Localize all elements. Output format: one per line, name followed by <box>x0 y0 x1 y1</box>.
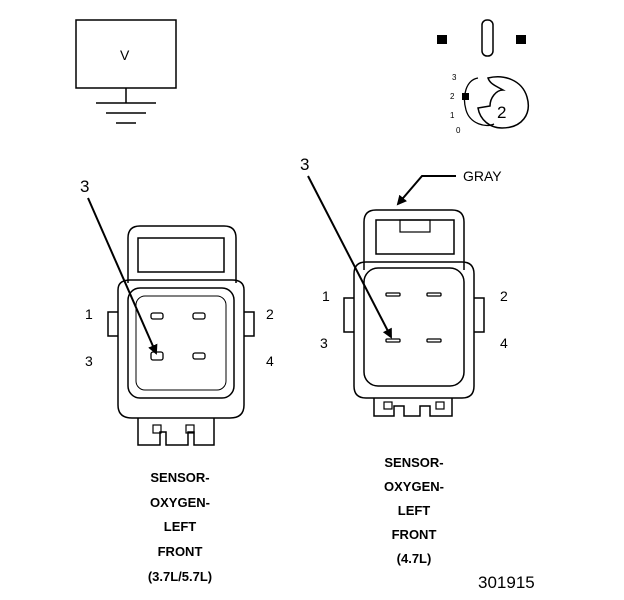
probe-blade <box>481 19 494 57</box>
left-caption-line-3: LEFT <box>164 519 197 534</box>
right-cavity <box>363 267 465 387</box>
selector-label: 2 <box>497 103 506 122</box>
right-pin-3-label: 3 <box>320 335 328 351</box>
right-terminal-4 <box>426 338 442 343</box>
right-caption: SENSOR- OXYGEN- LEFT FRONT (4.7L) <box>384 455 444 566</box>
selector-scale-1: 1 <box>450 111 455 120</box>
voltmeter-label: V <box>120 47 130 63</box>
right-terminal-3 <box>385 338 401 343</box>
probe-terminal-right <box>516 35 526 44</box>
figure-id: 301915 <box>478 573 535 592</box>
gray-wire-label: GRAY <box>463 168 502 184</box>
left-cavity <box>127 287 235 399</box>
right-caption-line-5: (4.7L) <box>397 551 432 566</box>
left-callout-arrow <box>87 197 158 355</box>
selector-scale-2: 2 <box>450 92 455 101</box>
gray-wire-callout: GRAY <box>396 168 502 206</box>
right-callout-number: 3 <box>300 155 309 174</box>
right-caption-line-2: OXYGEN- <box>384 479 444 494</box>
selector-scale-3: 3 <box>452 73 457 82</box>
right-terminal-2 <box>426 292 442 297</box>
probe-terminal-left <box>437 35 447 44</box>
meter-probe <box>437 19 526 57</box>
right-pin-1-label: 1 <box>322 288 330 304</box>
right-callout: 3 <box>300 155 392 339</box>
voltmeter-symbol: V <box>75 19 177 124</box>
right-caption-line-3: LEFT <box>398 503 431 518</box>
left-terminal-1 <box>150 312 164 320</box>
left-pin-2-label: 2 <box>266 306 274 322</box>
left-terminal-3 <box>150 351 164 361</box>
left-callout: 3 <box>80 177 158 355</box>
left-latch <box>137 237 225 273</box>
left-caption-line-1: SENSOR- <box>150 470 209 485</box>
selector-knob-icon: 3 2 1 0 2 <box>450 73 529 135</box>
right-connector: 1 2 3 4 <box>320 209 508 417</box>
left-connector: 1 2 3 4 <box>85 225 274 446</box>
left-caption: SENSOR- OXYGEN- LEFT FRONT (3.7L/5.7L) <box>148 470 212 584</box>
left-terminal-2 <box>192 312 206 320</box>
left-caption-line-4: FRONT <box>158 544 203 559</box>
right-pin-4-label: 4 <box>500 335 508 351</box>
right-caption-line-1: SENSOR- <box>384 455 443 470</box>
ground-icon <box>96 102 156 124</box>
left-caption-line-5: (3.7L/5.7L) <box>148 569 212 584</box>
right-caption-line-4: FRONT <box>392 527 437 542</box>
right-latch <box>375 219 455 255</box>
left-pin-3-label: 3 <box>85 353 93 369</box>
left-pin-4-label: 4 <box>266 353 274 369</box>
right-callout-arrow <box>307 175 392 339</box>
right-pin-2-label: 2 <box>500 288 508 304</box>
left-pin-1-label: 1 <box>85 306 93 322</box>
gray-wire-leader <box>396 175 456 206</box>
right-terminal-1 <box>385 292 401 297</box>
left-terminal-4 <box>192 352 206 360</box>
selector-scale-0: 0 <box>456 126 461 135</box>
left-callout-number: 3 <box>80 177 89 196</box>
left-caption-line-2: OXYGEN- <box>150 495 210 510</box>
